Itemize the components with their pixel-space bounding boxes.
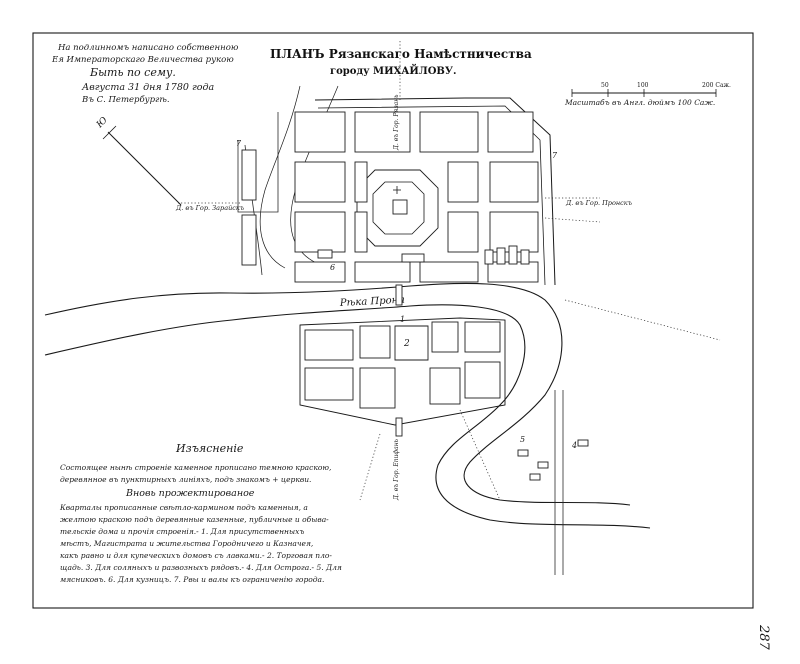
bridge — [395, 284, 403, 306]
west-blocks: 7 — [236, 139, 257, 266]
legend-line-8: щадь. 3. Для соляныхъ и развозныхъ рядов… — [60, 563, 342, 572]
approval-line-3: Быть по сему. — [89, 66, 176, 79]
scale-label: Масштабъ въ Англ. дюймъ 100 Саж. — [564, 98, 715, 107]
legend-line-5: тельскіе дома и прочія строенія.- 1. Для… — [60, 527, 304, 536]
road-labels: Д. въ Гор. Зарайскъ Д. въ Гор. Пронскъ Д… — [175, 95, 633, 501]
dotted-roads — [178, 40, 721, 501]
approval-line-4: Августа 31 дня 1780 года — [81, 82, 214, 93]
legend: Изъясненіе Состоящее нынѣ строеніе камен… — [59, 442, 342, 584]
title-line-2: городу МИХАЙЛОВУ. — [330, 64, 456, 77]
block-label-7-ne: 7 — [552, 151, 558, 160]
scale-tick-100: 100 — [637, 82, 649, 89]
approval-line-1: На подлинномъ написано собственною — [57, 42, 239, 53]
north-label: Ю — [94, 115, 110, 131]
scale-tick-50: 50 — [601, 82, 609, 89]
legend-line-6: мѣстъ, Магистрата и жительства Городниче… — [60, 539, 313, 548]
legend-heading-2: Вновь прожектированое — [125, 488, 255, 499]
block-label-6: 6 — [330, 263, 335, 272]
block-label-2: 2 — [403, 339, 410, 349]
river-pronya: Рѣка Проня — [44, 85, 651, 529]
scale-bar: 50 100 200 Саж. Масштабъ въ Англ. дюймъ … — [564, 82, 731, 107]
legend-line-3: Кварталы прописанные свѣтло-кармином под… — [59, 503, 308, 512]
road-to-ryazan: Д. въ Гор. Рязань — [393, 95, 400, 151]
road-to-pronsk: Д. въ Гор. Пронскъ — [565, 199, 633, 207]
south-gate — [395, 417, 403, 437]
block-label-1: 1 — [400, 315, 405, 324]
page-number: 287 — [756, 624, 771, 651]
approval-line-5: Въ С. Петербургѣ. — [81, 94, 170, 105]
legend-line-1: Состоящее нынѣ строеніе каменное прописа… — [60, 463, 331, 472]
north-town-blocks: 6 7 — [294, 111, 558, 283]
map-frame — [32, 32, 754, 609]
legend-line-7: какъ равно и для купеческихъ домовъ съ л… — [60, 551, 332, 560]
legend-line-4: желтою краскою подъ деревянные казенные,… — [60, 515, 329, 524]
south-east-suburb: 4 5 — [517, 390, 589, 575]
south-town-blocks: 2 1 — [299, 315, 506, 437]
legend-line-2: деревянное въ пунктирныхъ линіяхъ, подъ … — [60, 475, 311, 484]
map-title: ПЛАНЪ Рязанскаго Намѣстничества городу М… — [270, 47, 532, 77]
compass-needle: Ю — [94, 115, 182, 206]
imperial-approval-note: На подлинномъ написано собственною Ея Им… — [51, 42, 239, 105]
approval-line-2: Ея Императорскаго Величества рукою — [51, 55, 234, 65]
block-label-4: 4 — [571, 441, 577, 450]
legend-line-9: мясниковъ. 6. Для кузницъ. 7. Рвы и валы… — [60, 575, 324, 584]
block-label-5: 5 — [520, 435, 525, 444]
road-to-epifan: Д. въ Гор. Епифань — [393, 439, 400, 501]
road-to-zaraysk: Д. въ Гор. Зарайскъ — [175, 204, 245, 212]
title-line-1: ПЛАНЪ Рязанскаго Намѣстничества — [270, 47, 532, 61]
scale-tick-200: 200 Саж. — [702, 82, 731, 89]
river-label: Рѣка Проня — [339, 295, 406, 309]
block-label-7-nw: 7 — [236, 139, 242, 148]
legend-heading: Изъясненіе — [175, 442, 244, 455]
